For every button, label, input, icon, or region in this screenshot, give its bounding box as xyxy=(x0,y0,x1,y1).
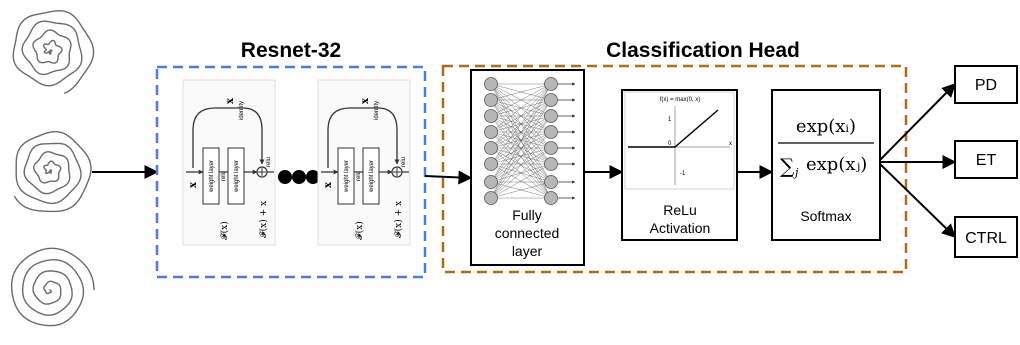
classification-head-title: Classification Head xyxy=(606,39,800,62)
relu-label: relu xyxy=(401,157,407,167)
fc-input-node xyxy=(484,77,498,91)
fc-input-node xyxy=(484,191,498,205)
input-x-label: x xyxy=(323,181,334,188)
identity-x-label: x xyxy=(360,97,371,104)
fc-output-node xyxy=(544,125,558,139)
output-label-pd: PD xyxy=(975,77,997,94)
identity-x-label: x xyxy=(225,97,236,104)
residual-block-1: weight layer relu weight layer relu x id… xyxy=(182,79,276,246)
fc-layer-label-3: layer xyxy=(512,243,543,259)
fc-output-node xyxy=(544,141,558,155)
softmax-label: Softmax xyxy=(800,208,851,224)
resnet-to-head-arrow xyxy=(424,170,473,185)
weight-layer-label: weight layer xyxy=(344,160,350,193)
identity-label: identity xyxy=(239,101,245,120)
softmax-formula: exp(xᵢ) ∑ j exp(xⱼ) xyxy=(778,116,874,179)
fx-label: 𝓕(x) xyxy=(354,221,365,240)
fc-input-node xyxy=(484,175,498,189)
softmax-numerator: exp(xᵢ) xyxy=(796,116,856,137)
fc-network-graphic xyxy=(484,77,576,205)
fc-output-node xyxy=(544,191,558,205)
fc-output-node xyxy=(544,157,558,171)
output-box-pd xyxy=(954,65,1018,104)
output-arrow-ctrl xyxy=(879,163,957,238)
softmax-sum-symbol: ∑ xyxy=(780,154,795,178)
fc-output-node xyxy=(544,93,558,107)
fc-input-node xyxy=(484,141,498,155)
weight-layer-label: weight layer xyxy=(369,160,375,193)
relu-label: relu xyxy=(356,171,362,181)
resnet-box xyxy=(155,65,427,279)
output-arrow-pd xyxy=(879,83,956,161)
fx-plus-x-label: 𝓕(x) + x xyxy=(393,201,404,238)
relu-label: relu xyxy=(266,157,272,167)
weight-layer-label: weight layer xyxy=(209,160,215,193)
fc-input-node xyxy=(484,157,498,171)
relu-axis-x: x xyxy=(729,141,732,147)
resnet-title: Resnet-32 xyxy=(241,39,341,62)
fx-plus-x-label: 𝓕(x) + x xyxy=(258,201,269,238)
classification-head-box xyxy=(441,64,908,274)
fc-input-node xyxy=(484,109,498,123)
weight-layer-label: weight layer xyxy=(234,160,240,193)
spiral-input-images xyxy=(10,9,95,327)
relu-plot-title: f(x) = max(0, x) xyxy=(660,97,701,103)
fc-output-node xyxy=(544,175,558,189)
relu-tick-1: 1 xyxy=(668,117,672,123)
softmax-box xyxy=(771,89,881,241)
residual-block-2: weight layer relu weight layer relu x id… xyxy=(317,79,411,246)
relu-label-1: ReLu xyxy=(663,202,696,218)
softmax-denominator: exp(xⱼ) xyxy=(806,154,867,175)
spiral-drawing-2 xyxy=(13,130,92,213)
fc-input-node xyxy=(484,125,498,139)
fc-layer-label-2: connected xyxy=(495,225,560,241)
relu-tick-0: 0 xyxy=(668,141,672,147)
fx-label: 𝓕(x) xyxy=(219,221,230,240)
spiral-drawing-1 xyxy=(12,9,95,95)
softmax-sum-subscript: j xyxy=(792,166,799,179)
relu-plot: f(x) = max(0, x) x 1 0 -1 xyxy=(624,91,735,190)
fc-input-node xyxy=(484,93,498,107)
fc-output-node xyxy=(544,109,558,123)
input-x-label: x xyxy=(188,181,199,188)
fc-connections xyxy=(490,83,552,199)
output-label-ctrl: CTRL xyxy=(965,230,1007,247)
relu-tick-neg1: -1 xyxy=(680,171,686,177)
output-label-et: ET xyxy=(976,152,997,169)
output-box-et xyxy=(954,140,1018,179)
identity-label: identity xyxy=(374,101,380,120)
fc-layer-label-1: Fully xyxy=(512,207,542,223)
repeat-dots xyxy=(278,170,320,184)
relu-label: relu xyxy=(221,171,227,181)
output-box-ctrl xyxy=(954,216,1018,258)
relu-label-2: Activation xyxy=(650,220,711,236)
spiral-drawing-3 xyxy=(10,247,95,327)
fc-output-node xyxy=(544,77,558,91)
